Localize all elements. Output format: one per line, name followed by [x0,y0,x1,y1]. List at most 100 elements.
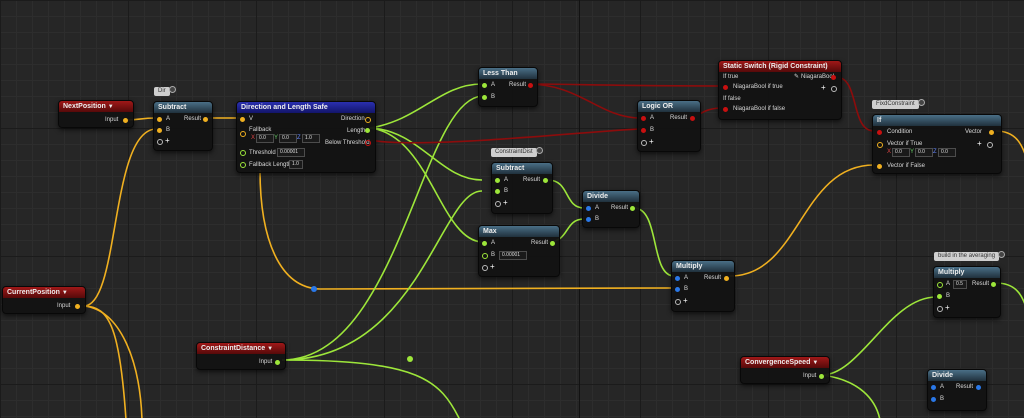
input-pin-v[interactable] [240,117,245,122]
input-pin-b[interactable] [586,217,591,222]
node-convergence-speed[interactable]: ConvergenceSpeed ▼ Input [740,356,830,384]
input-pin-b[interactable] [482,95,487,100]
input-pin-a[interactable] [586,206,591,211]
input-pin-fallback-length[interactable] [240,162,246,168]
input-pin-a[interactable] [641,116,646,121]
node-header[interactable]: ConstraintDistance ▼ [197,343,285,354]
input-pin-threshold[interactable] [240,150,246,156]
node-header[interactable]: NextPosition ▼ [59,101,133,112]
input-pin-a[interactable] [495,178,500,183]
node-constraint-distance[interactable]: ConstraintDistance ▼ Input [196,342,286,370]
add-pin-icon[interactable]: + [945,303,950,312]
node-current-position[interactable]: CurrentPosition ▼ Input [2,286,86,314]
add-pin[interactable] [157,139,163,145]
node-header[interactable]: Divide [928,370,986,381]
multiply-a-field[interactable]: 0.5 [953,280,967,289]
add-pin[interactable] [495,201,501,207]
output-pin[interactable] [831,75,836,80]
input-pin-b[interactable] [157,128,162,133]
input-pin-a[interactable] [675,276,680,281]
output-pin[interactable] [123,118,128,123]
input-pin-false[interactable] [723,107,728,112]
comment-bubble-averaging[interactable]: build in the averaging [934,251,1006,261]
node-direction-length-safe[interactable]: Direction and Length Safe V Fallback X 0… [236,101,376,173]
input-pin-a[interactable] [157,117,162,122]
output-pin-direction[interactable] [365,117,371,123]
dropdown-arrow-icon[interactable]: ▼ [267,346,274,352]
node-divide[interactable]: Divide A B Result [927,369,987,411]
input-pin-vector-false[interactable] [877,164,882,169]
add-pin[interactable] [937,306,943,312]
threshold-field[interactable]: 0.00001 [277,148,305,157]
node-subtract[interactable]: Subtract A B + Result [153,101,213,151]
node-header[interactable]: ConvergenceSpeed ▼ [741,357,829,368]
node-logic-or[interactable]: Logic OR A B + Result [637,100,701,152]
add-pin-icon[interactable]: + [503,198,508,207]
comment-bubble-dir[interactable]: Dir [154,86,176,96]
add-pin[interactable] [482,265,488,271]
output-pin[interactable] [991,282,996,287]
node-if[interactable]: If Condition Vector Vector if True + X 0… [872,114,1002,174]
node-divide[interactable]: Divide A B Result [582,190,640,228]
input-pin-b[interactable] [931,397,936,402]
output-pin[interactable] [976,385,981,390]
dropdown-arrow-icon[interactable]: ▼ [812,360,819,366]
node-less-than[interactable]: Less Than A B Result [478,67,538,107]
node-header[interactable]: CurrentPosition ▼ [3,287,85,298]
add-pin[interactable] [675,299,681,305]
add-pin-icon[interactable]: + [490,262,495,271]
input-pin-fallback[interactable] [240,131,246,137]
fallback-length-field[interactable]: 1.0 [289,160,303,169]
input-pin-b[interactable] [675,287,680,292]
input-pin-true[interactable] [723,85,728,90]
comment-close-icon[interactable] [535,147,543,154]
add-pin[interactable] [641,140,647,146]
fallback-x-field[interactable]: 0.0 [256,134,274,143]
output-pin[interactable] [75,304,80,309]
node-next-position[interactable]: NextPosition ▼ Input [58,100,134,128]
input-pin-vector-true[interactable] [877,142,883,148]
node-multiply[interactable]: Multiply A 0.5 B + Result [933,266,1001,318]
input-pin-b[interactable] [495,189,500,194]
add-pin[interactable] [987,142,993,148]
vector-true-x-field[interactable]: 0.0 [892,148,910,157]
node-header[interactable]: Subtract [154,102,212,113]
input-pin-a[interactable] [482,241,487,246]
comment-bubble-fixed-constraint[interactable]: FixdConstraint [872,99,925,109]
add-pin-icon[interactable]: + [649,137,654,146]
node-header[interactable]: Max [479,226,559,237]
comment-close-icon[interactable] [917,99,925,106]
input-pin-a[interactable] [937,282,943,288]
comment-close-icon[interactable] [168,86,176,93]
input-pin-condition[interactable] [877,130,882,135]
node-max[interactable]: Max A B 0.00001 + Result [478,225,560,277]
max-b-field[interactable]: 0.00001 [499,251,527,260]
node-header[interactable]: Multiply [672,261,734,272]
input-pin-a[interactable] [931,385,936,390]
node-header[interactable]: Subtract [492,163,552,174]
node-header[interactable]: If [873,115,1001,126]
dropdown-arrow-icon[interactable]: ▼ [107,104,114,110]
output-pin[interactable] [690,116,695,121]
input-pin-b[interactable] [937,294,942,299]
add-pin-icon[interactable]: + [683,296,688,305]
output-pin[interactable] [528,83,533,88]
node-header[interactable]: Less Than [479,68,537,79]
node-header[interactable]: Logic OR [638,101,700,112]
dropdown-arrow-icon[interactable]: ▼ [61,290,68,296]
fallback-z-field[interactable]: 1.0 [302,134,320,143]
output-pin-below-threshold[interactable] [365,140,371,146]
output-pin[interactable] [819,374,824,379]
input-pin-b[interactable] [482,253,488,259]
output-pin-length[interactable] [365,128,370,133]
node-static-switch[interactable]: Static Switch (Rigid Constraint) If true… [718,60,842,120]
node-multiply[interactable]: Multiply A B + Result [671,260,735,312]
add-pin[interactable] [831,86,837,92]
node-header[interactable]: Direction and Length Safe [237,102,375,113]
output-pin[interactable] [550,241,555,246]
node-header[interactable]: Divide [583,191,639,202]
add-pin-icon[interactable]: + [977,139,982,148]
fallback-y-field[interactable]: 0.0 [279,134,297,143]
output-pin[interactable] [989,130,994,135]
input-pin-a[interactable] [482,83,487,88]
